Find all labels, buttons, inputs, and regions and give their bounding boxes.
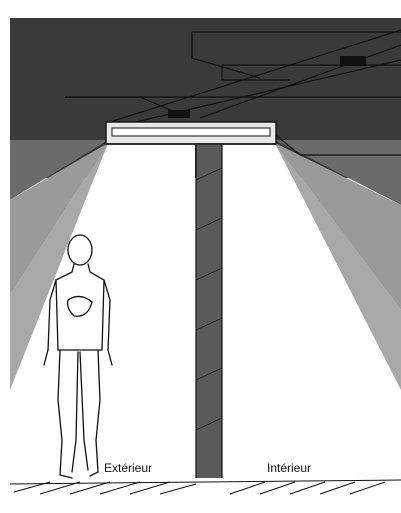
ceiling-panel bbox=[340, 56, 366, 66]
interior-label: Intérieur bbox=[267, 461, 311, 475]
central-column bbox=[196, 144, 222, 486]
ceiling-panel-small bbox=[168, 110, 190, 118]
exterior-label: Extérieur bbox=[104, 461, 152, 475]
light-fixture bbox=[106, 122, 276, 144]
